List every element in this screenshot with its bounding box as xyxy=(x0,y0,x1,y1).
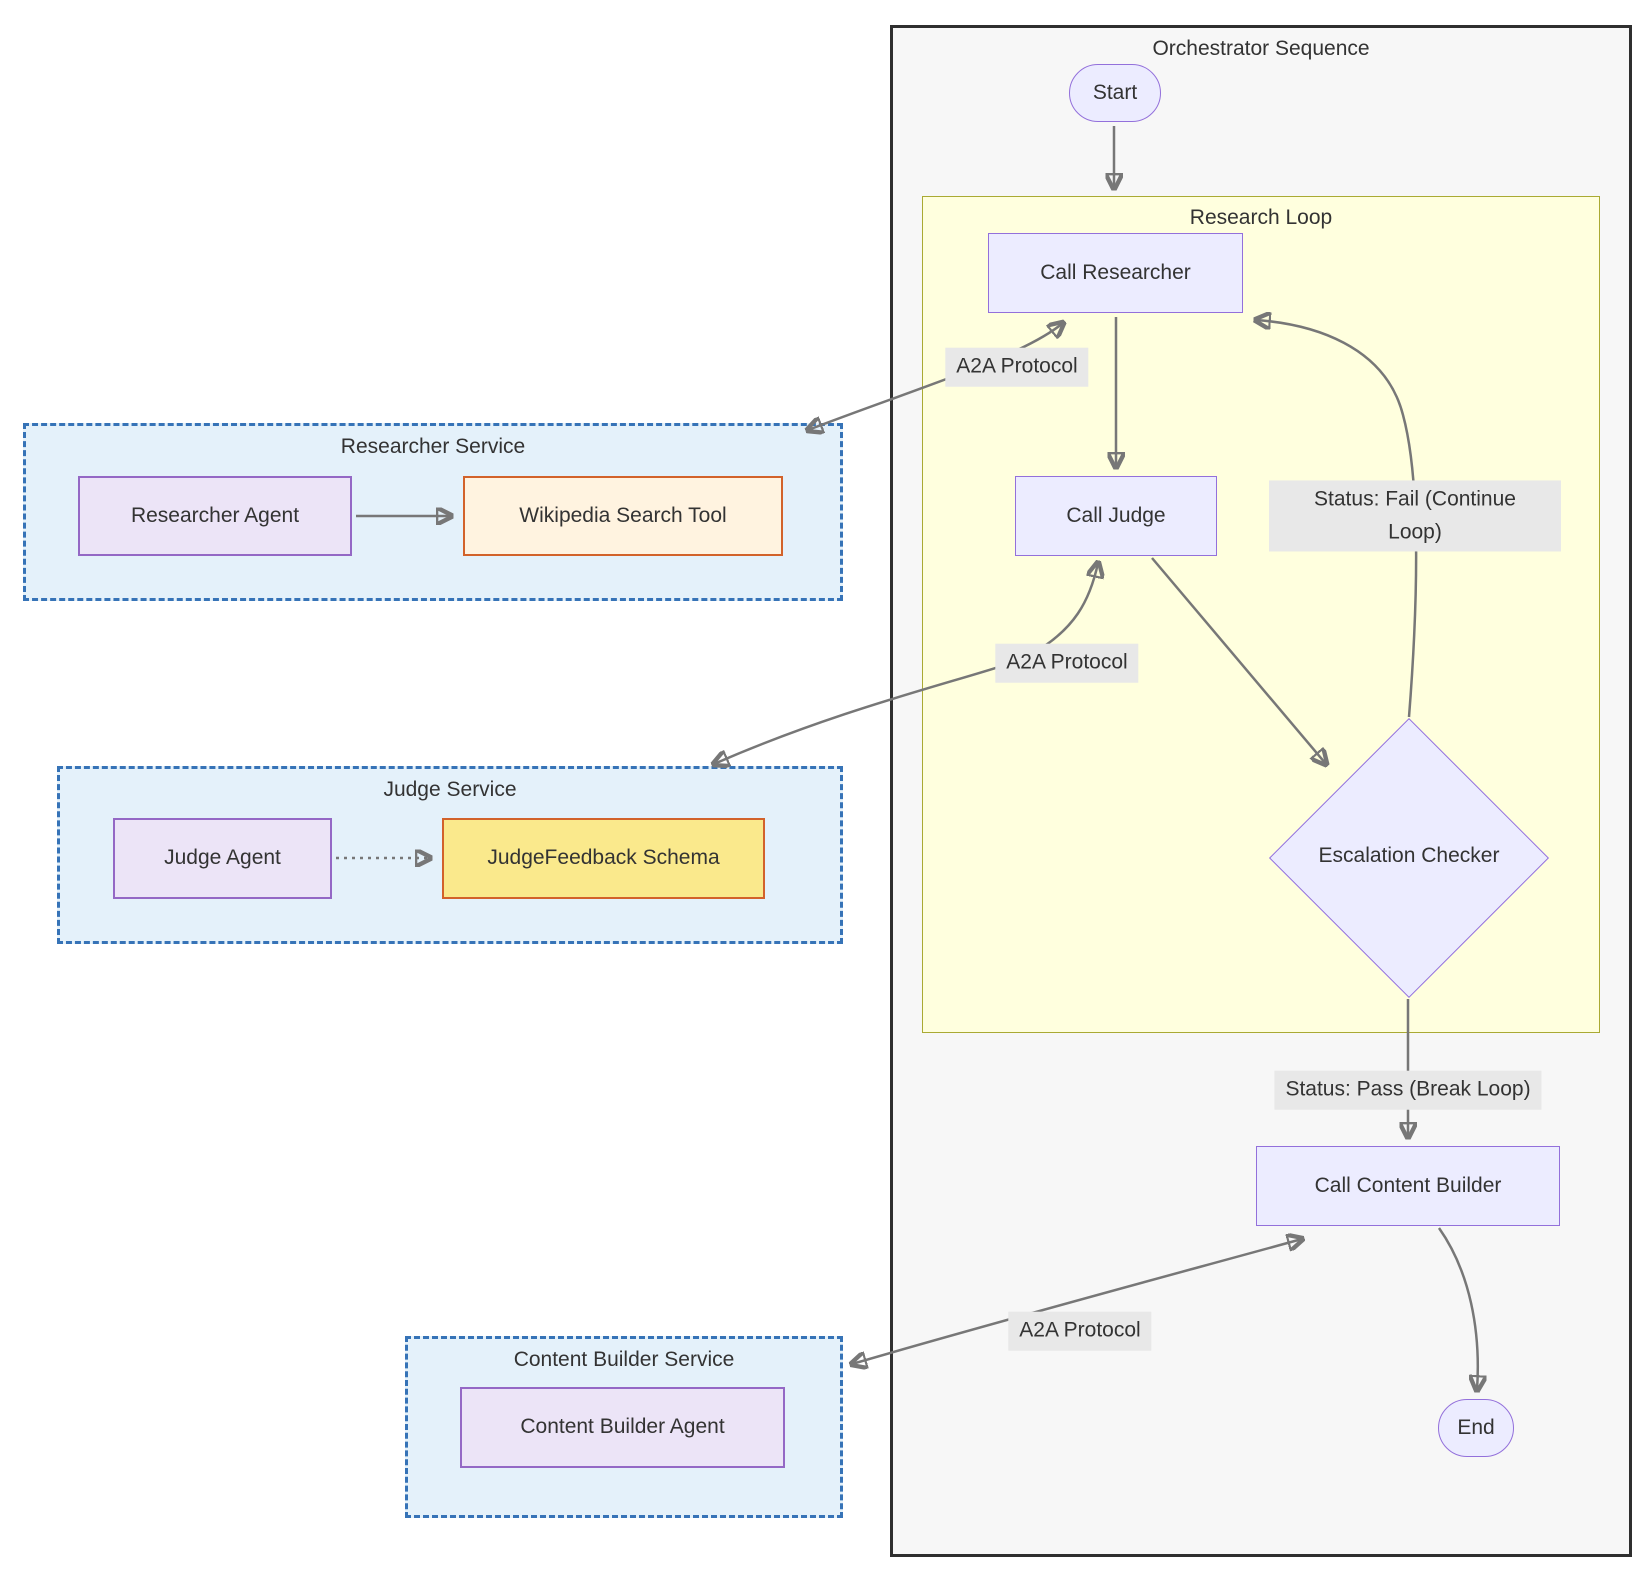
node-researcher-agent: Researcher Agent xyxy=(78,476,352,556)
node-call-judge: Call Judge xyxy=(1015,476,1217,556)
node-judgefeedback-schema: JudgeFeedback Schema xyxy=(442,818,765,899)
orchestrator-sequence-title: Orchestrator Sequence xyxy=(1152,37,1370,60)
research-loop-title: Research Loop xyxy=(1189,206,1333,229)
node-start: Start xyxy=(1069,64,1161,122)
node-judge-agent: Judge Agent xyxy=(113,818,332,899)
edge-label-status-pass: Status: Pass (Break Loop) xyxy=(1274,1070,1542,1110)
judge-service-title: Judge Service xyxy=(383,778,517,801)
content-builder-service-title: Content Builder Service xyxy=(513,1348,735,1371)
edge-label-a2a-protocol-content-builder: A2A Protocol xyxy=(1008,1311,1152,1351)
node-wikipedia-search-tool: Wikipedia Search Tool xyxy=(463,476,783,556)
researcher-service-title: Researcher Service xyxy=(340,435,526,458)
edge-label-a2a-protocol-judge: A2A Protocol xyxy=(995,643,1139,683)
node-call-content-builder: Call Content Builder xyxy=(1256,1146,1560,1226)
edge-label-a2a-protocol-researcher: A2A Protocol xyxy=(945,347,1089,387)
edge-label-status-fail: Status: Fail (Continue Loop) xyxy=(1269,480,1561,552)
node-escalation-checker-label: Escalation Checker xyxy=(1318,844,1500,867)
node-call-researcher: Call Researcher xyxy=(988,233,1243,313)
node-end: End xyxy=(1438,1399,1514,1457)
node-content-builder-agent: Content Builder Agent xyxy=(460,1387,785,1468)
